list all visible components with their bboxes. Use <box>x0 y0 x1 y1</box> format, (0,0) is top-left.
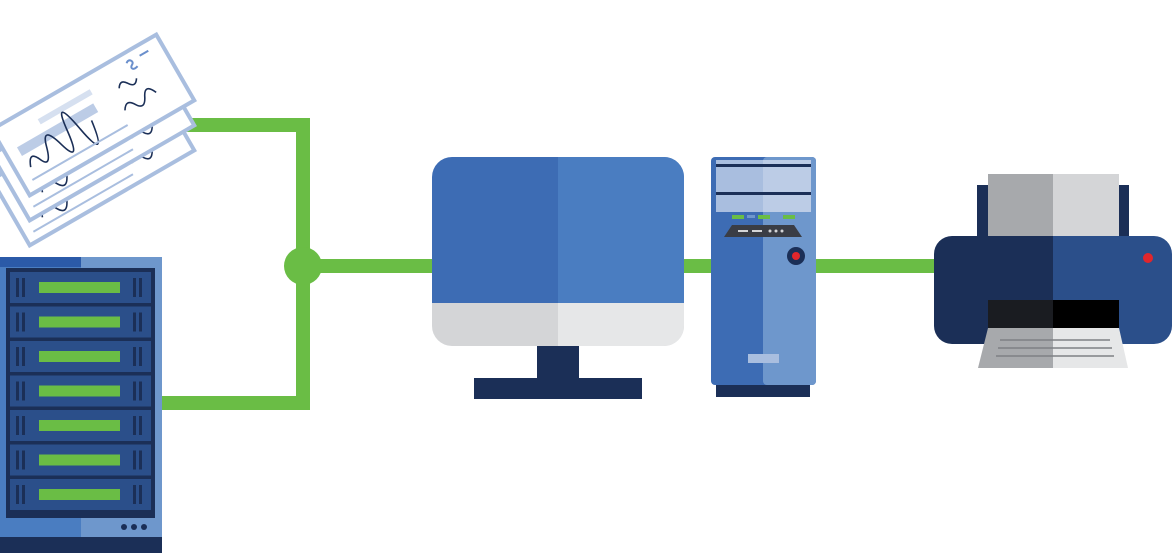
desktop-computer-icon <box>432 157 816 399</box>
connector-server-to-junction <box>160 266 310 410</box>
monitor <box>432 157 684 399</box>
server-indicator-dot <box>141 524 147 530</box>
tower-status-light <box>758 215 770 219</box>
server-indicator-dot <box>131 524 137 530</box>
server-drive-light <box>39 282 120 293</box>
server-rack-unit <box>10 341 151 372</box>
server-drive-light <box>39 316 120 328</box>
connector-junction-node <box>284 247 322 285</box>
connectors <box>160 118 940 410</box>
server-drive-light <box>39 351 120 362</box>
server-drive-light <box>39 489 120 500</box>
server-rack-unit <box>10 306 151 338</box>
printer-icon <box>934 174 1172 368</box>
server-rack-unit <box>10 272 151 303</box>
tower-status-light <box>783 215 795 219</box>
server-rack-icon <box>0 257 162 553</box>
server-rack-unit <box>10 444 151 476</box>
tower-status-light <box>771 215 779 218</box>
server-drive-light <box>39 385 120 397</box>
server-drive-light <box>39 454 120 466</box>
server-rack-unit <box>10 375 151 407</box>
server-drive-light <box>39 420 120 431</box>
server-rack-units <box>10 272 151 510</box>
printer-power-light <box>1143 253 1153 263</box>
server-rack-unit <box>10 479 151 510</box>
bank-checks-icon <box>0 31 198 249</box>
computer-tower <box>711 157 816 397</box>
server-rack-unit <box>10 410 151 441</box>
server-indicator-dot <box>121 524 127 530</box>
tower-drive-bay <box>724 225 802 237</box>
tower-status-light <box>732 215 744 219</box>
tower-status-light <box>747 215 755 218</box>
connector-checks-to-junction <box>168 118 310 266</box>
printer-paper-tray <box>988 174 1053 240</box>
